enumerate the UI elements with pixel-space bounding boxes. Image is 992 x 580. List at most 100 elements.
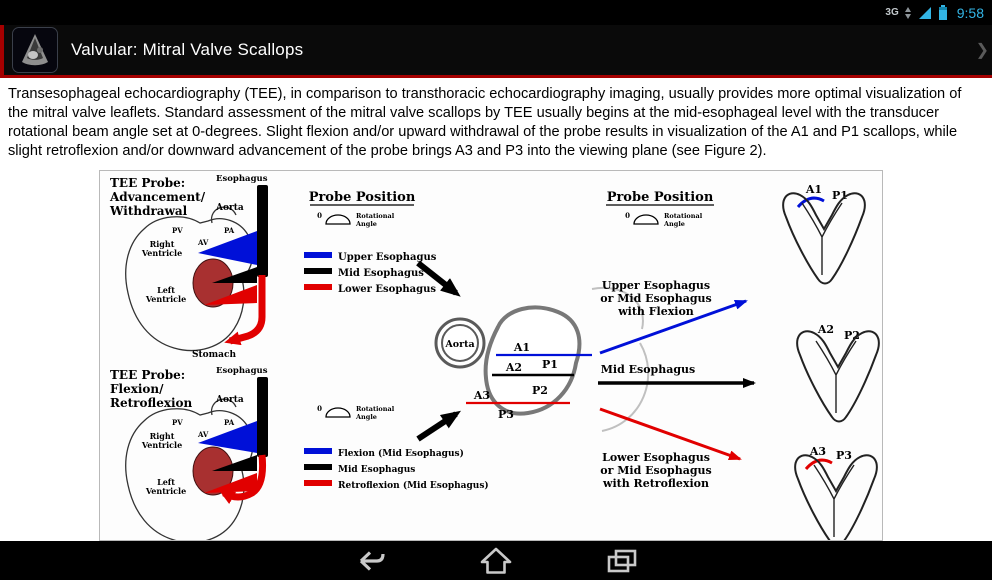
- tee-probe-advancement-diagram: TEE Probe: Advancement/ Withdrawal Esoph…: [109, 174, 268, 360]
- scallop-a1: A1: [513, 341, 530, 354]
- valve-annulus-outline: [483, 305, 582, 416]
- flex-tee-probe: [257, 377, 268, 457]
- probe-position-right-panel: Probe Position 0 Rotational Angle Upper …: [598, 190, 756, 490]
- flex-esophagus-label: Esophagus: [216, 366, 268, 376]
- adv-probe-advancement-path: [224, 275, 266, 346]
- legend-swatch-retroflexion: [304, 480, 332, 486]
- next-page-chevron[interactable]: ❯: [975, 42, 989, 59]
- faint-contour-top: [591, 286, 644, 330]
- route-arrow-red: [599, 407, 742, 461]
- rotation-zero-right: 0: [625, 211, 630, 220]
- flex-beam-mid: [212, 455, 257, 471]
- flex-beam-retroflexion: [204, 473, 257, 493]
- adv-pa-label: PA: [224, 226, 235, 235]
- status-bar: 3G 9:58: [0, 0, 992, 25]
- adv-heart-outline: [125, 216, 254, 352]
- view3-a3-label: A3: [809, 445, 826, 458]
- flex-aorta-arch: [210, 398, 237, 416]
- adv-tee-probe: [257, 185, 268, 277]
- route2-label: Mid Esophagus: [601, 363, 696, 376]
- flex-av-label: AV: [197, 430, 209, 439]
- view3-leaflet-lines: [813, 464, 855, 537]
- flex-aorta-label: Aorta: [215, 395, 244, 405]
- figure-image: TEE Probe: Advancement/ Withdrawal Esoph…: [109, 174, 880, 540]
- adv-title-2: Advancement/: [109, 190, 206, 204]
- rotation-zero-flex: 0: [317, 404, 322, 413]
- mitral-valve-cross-section: Aorta A1 P1 A2 P2 A3 P3: [434, 286, 650, 432]
- valve-view-a2p2: A2 P2: [796, 323, 880, 423]
- echo-ultrasound-icon: [13, 28, 57, 72]
- body-paragraph: Transesophageal echocardiography (TEE), …: [8, 86, 962, 159]
- legend-label-flexion: Flexion (Mid Esophagus): [338, 448, 464, 459]
- recents-button[interactable]: [587, 541, 657, 580]
- legend-label-mid: Mid Esophagus: [338, 465, 415, 475]
- action-bar: Valvular: Mitral Valve Scallops ❯: [0, 25, 992, 78]
- probe-position-right-heading: Probe Position: [607, 190, 714, 205]
- rotational-label-left-2: Angle: [355, 220, 377, 228]
- route1-line2: or Mid Esophagus: [600, 292, 711, 305]
- adv-right-ventricle-2: Ventricle: [141, 248, 182, 258]
- rotational-label-right-2: Angle: [663, 220, 685, 228]
- pointer-arrow-lower: [416, 410, 462, 442]
- adv-beam-mid-esophagus: [212, 267, 257, 283]
- flexion-legend-panel: 0 Rotational Angle Flexion (Mid Esophagu…: [304, 404, 489, 491]
- adv-stomach-label: Stomach: [192, 350, 236, 360]
- home-button[interactable]: [461, 541, 531, 580]
- adv-esophagus-label: Esophagus: [216, 174, 268, 184]
- rotational-label-left-1: Rotational: [356, 212, 395, 220]
- flex-pa-label: PA: [224, 418, 235, 427]
- back-button[interactable]: [335, 541, 405, 580]
- page-title: Valvular: Mitral Valve Scallops: [71, 40, 304, 59]
- app-icon[interactable]: [12, 27, 58, 73]
- legend-label-retroflexion: Retroflexion (Mid Esophagus): [338, 480, 489, 491]
- flex-beam-flexion: [198, 421, 257, 453]
- rotational-label-flex-1: Rotational: [356, 405, 395, 413]
- flex-pv-label: PV: [172, 418, 183, 427]
- adv-title-3: Withdrawal: [109, 204, 188, 218]
- flex-probe-retroflex-path: [218, 454, 266, 505]
- rotation-zero-left: 0: [317, 211, 322, 220]
- adv-left-ventricle-1: Left: [157, 285, 175, 295]
- valve-view-a1p1: A1 P1: [782, 183, 866, 285]
- view3-valve-outline: [794, 454, 878, 540]
- battery-icon: [938, 5, 947, 20]
- legend-label-mid-esophagus: Mid Esophagus: [338, 268, 424, 279]
- flex-title-1: TEE Probe:: [110, 368, 185, 382]
- scallop-a2: A2: [505, 361, 522, 374]
- scallop-a3: A3: [473, 389, 490, 402]
- valve-view-a3p3: A3 P3: [794, 445, 878, 540]
- signal-strength-icon: [918, 6, 931, 19]
- route3-line2: or Mid Esophagus: [600, 464, 711, 477]
- adv-left-ventricle-2: Ventricle: [145, 294, 186, 304]
- legend-label-upper-esophagus: Upper Esophagus: [338, 252, 437, 263]
- adv-av-label: AV: [197, 238, 209, 247]
- legend-swatch-flexion: [304, 448, 332, 454]
- aorta-cross-label: Aorta: [444, 339, 474, 350]
- recents-icon: [607, 549, 637, 572]
- adv-title-1: TEE Probe:: [110, 176, 185, 190]
- legend-swatch-lower-esophagus: [304, 284, 332, 290]
- probe-position-left-heading: Probe Position: [309, 190, 416, 205]
- faint-contour-right: [601, 342, 650, 432]
- route3-line1: Lower Esophagus: [602, 451, 710, 464]
- navigation-bar: [0, 541, 992, 580]
- pointer-arrow-upper: [416, 260, 461, 297]
- flex-heart-outline: [125, 408, 254, 540]
- rotational-label-right-1: Rotational: [664, 212, 703, 220]
- back-icon: [359, 550, 385, 571]
- legend-swatch-upper-esophagus: [304, 252, 332, 258]
- flex-title-3: Retroflexion: [110, 396, 193, 410]
- home-icon: [480, 547, 512, 574]
- transducer-angle-icon-flex: [325, 407, 351, 418]
- legend-swatch-mid-esophagus: [304, 268, 332, 274]
- flex-left-ventricle-2: Ventricle: [145, 486, 186, 496]
- adv-right-ventricle-1: Right: [150, 239, 175, 249]
- data-activity-icon: [904, 6, 911, 19]
- legend-label-lower-esophagus: Lower Esophagus: [338, 284, 436, 295]
- flex-left-ventricle-1: Left: [157, 477, 175, 487]
- view1-blue-highlight: [796, 196, 825, 209]
- view2-valve-outline: [796, 330, 880, 423]
- network-type-indicator: 3G: [885, 7, 899, 18]
- scallop-p3: P3: [498, 408, 514, 421]
- legend-swatch-mid: [304, 464, 332, 470]
